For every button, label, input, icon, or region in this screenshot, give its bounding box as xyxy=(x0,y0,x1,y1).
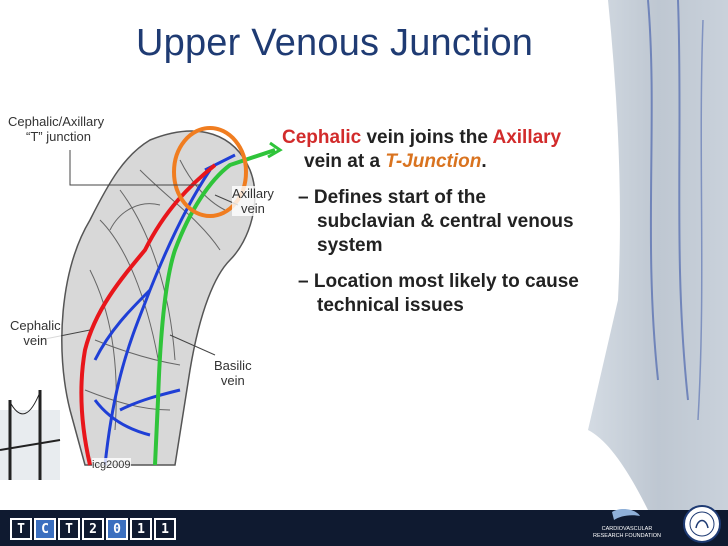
sub-bullet-1-line1: Defines start of the xyxy=(308,187,486,208)
tct-logo-letter: T xyxy=(58,518,80,540)
slide-title: Upper Venous Junction xyxy=(136,22,534,64)
label-cephalic-axillary-junction: Cephalic/Axillary “T” junction xyxy=(8,114,105,144)
period: . xyxy=(481,151,487,172)
sub-bullet-1: – Defines start of the subclavian & cent… xyxy=(282,186,672,258)
sub-bullet-2-line1: Location most likely to cause xyxy=(308,271,579,292)
tct-logo-letter: 0 xyxy=(106,518,128,540)
crf-org-line2: RESEARCH FOUNDATION xyxy=(593,533,661,539)
sub-bullet-2-line2: technical issues xyxy=(317,295,464,316)
basilic-vein-green xyxy=(153,148,276,466)
sub-bullet-2: – Location most likely to cause technica… xyxy=(282,270,672,318)
tct-logo-letter: 1 xyxy=(130,518,152,540)
label-cephalic-vein: Cephalic vein xyxy=(10,318,61,348)
seal-logo-icon xyxy=(683,505,721,543)
bridge-icon xyxy=(0,390,61,480)
main-bullet-line2: vein at a xyxy=(304,151,386,172)
tct-logo-letter: T xyxy=(10,518,32,540)
tct-logo-letter: C xyxy=(34,518,56,540)
cephalic-highlight: Cephalic xyxy=(282,127,362,148)
t-junction-circle xyxy=(172,126,248,218)
main-bullet-text: vein joins the xyxy=(361,127,493,148)
sub-bullet-1-line3: system xyxy=(317,235,383,256)
label-axillary-vein: Axillary vein xyxy=(232,186,274,216)
slide-content: Cephalic vein joins the Axillary vein at… xyxy=(282,126,672,318)
sub-bullet-1-line2: subclavian & central venous xyxy=(317,211,574,232)
t-junction-highlight: T-Junction xyxy=(385,151,482,172)
dash-2: – xyxy=(298,271,309,292)
tct-logo-letter: 1 xyxy=(154,518,176,540)
tct-logo-letter: 2 xyxy=(82,518,104,540)
arm-vein-illustration xyxy=(0,126,283,480)
label-basilic-vein: Basilic vein xyxy=(214,358,252,388)
arm-background-image xyxy=(588,0,728,510)
image-credit: icg2009 xyxy=(92,458,131,473)
axillary-highlight: Axillary xyxy=(492,127,562,148)
crf-logo: CARDIOVASCULAR RESEARCH FOUNDATION xyxy=(593,509,661,539)
cephalic-vein-red xyxy=(79,163,217,466)
crf-org-line1: CARDIOVASCULAR xyxy=(602,526,653,532)
main-bullet: Cephalic vein joins the Axillary vein at… xyxy=(282,126,672,174)
dash-1: – xyxy=(298,187,309,208)
